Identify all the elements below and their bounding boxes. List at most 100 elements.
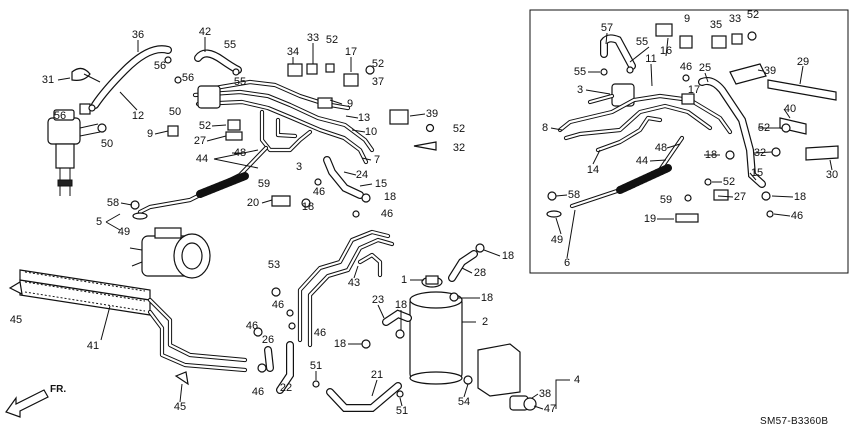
callout-45: 45 — [174, 401, 186, 413]
callout-33: 33 — [729, 13, 741, 25]
callout-11: 11 — [645, 53, 656, 65]
callout-38: 38 — [539, 388, 551, 400]
callout-18: 18 — [502, 250, 514, 262]
callout-25: 25 — [699, 62, 711, 74]
front-direction-arrow — [5, 389, 49, 418]
leader-lines-inset — [550, 32, 833, 259]
valve-assembly — [47, 109, 107, 196]
callout-18: 18 — [705, 149, 717, 161]
distribution-block — [197, 85, 221, 109]
callout-52: 52 — [372, 58, 384, 70]
callout-24: 24 — [356, 169, 368, 181]
callout-33: 33 — [307, 32, 319, 44]
bolts-45 — [8, 281, 189, 386]
callout-57: 57 — [601, 22, 613, 34]
callout-46: 46 — [272, 299, 284, 311]
callout-34: 34 — [287, 46, 299, 58]
inset-pressure-line — [569, 135, 685, 209]
callout-52: 52 — [747, 9, 759, 21]
callout-18: 18 — [481, 292, 493, 304]
callout-46: 46 — [381, 208, 393, 220]
callout-8: 8 — [542, 122, 548, 134]
inset-pipe-bundle — [557, 93, 733, 153]
callout-48: 48 — [234, 147, 246, 159]
callout-23: 23 — [372, 294, 384, 306]
callout-16: 16 — [660, 45, 672, 57]
callout-46: 46 — [680, 61, 692, 73]
reservoir-bracket — [463, 343, 537, 411]
callout-10: 10 — [365, 126, 377, 138]
callout-50: 50 — [101, 138, 113, 150]
rack-pipes — [297, 229, 395, 348]
callout-43: 43 — [348, 277, 360, 289]
bolt-58 — [130, 200, 148, 220]
callout-18: 18 — [302, 201, 314, 213]
callout-50: 50 — [169, 106, 181, 118]
front-direction-label: FR. — [50, 384, 66, 395]
callout-1: 1 — [401, 274, 407, 286]
callout-12: 12 — [132, 110, 144, 122]
callout-15: 15 — [751, 167, 763, 179]
callout-56: 56 — [54, 110, 66, 122]
callout-31: 31 — [42, 74, 54, 86]
callout-56: 56 — [154, 60, 166, 72]
callout-15: 15 — [375, 178, 387, 190]
callout-52: 52 — [326, 34, 338, 46]
small-fittings — [79, 63, 437, 151]
callout-35: 35 — [710, 19, 722, 31]
pipe-bundle-upper — [192, 79, 375, 165]
callout-5: 5 — [96, 216, 102, 228]
callout-47: 47 — [544, 403, 556, 415]
callout-9: 9 — [147, 128, 153, 140]
inset-clamps — [546, 66, 774, 218]
clamp-31 — [71, 67, 101, 83]
leader-lines-main — [57, 37, 570, 410]
drawing-code: SM57-B3360B — [760, 416, 828, 427]
callout-32: 32 — [453, 142, 465, 154]
callout-3: 3 — [577, 84, 583, 96]
callout-53: 53 — [268, 259, 280, 271]
callout-30: 30 — [826, 169, 838, 181]
callout-41: 41 — [87, 340, 99, 352]
callout-22: 22 — [280, 382, 292, 394]
callout-37: 37 — [372, 76, 384, 88]
fluid-reservoir — [409, 275, 463, 385]
callout-46: 46 — [246, 320, 258, 332]
callout-51: 51 — [396, 405, 408, 417]
callout-13: 13 — [358, 112, 370, 124]
callout-40: 40 — [784, 103, 796, 115]
callout-21: 21 — [371, 369, 383, 381]
feed-hose — [194, 49, 242, 74]
callout-28: 28 — [474, 267, 486, 279]
callout-6: 6 — [564, 257, 570, 269]
callout-45: 45 — [10, 314, 22, 326]
callout-9: 9 — [347, 98, 353, 110]
callout-56: 56 — [182, 72, 194, 84]
inset-hose-25 — [698, 77, 766, 188]
callout-3: 3 — [296, 161, 302, 173]
callout-52: 52 — [723, 176, 735, 188]
callout-20: 20 — [247, 197, 259, 209]
callout-52: 52 — [199, 120, 211, 132]
inset-frame — [529, 9, 849, 274]
callout-46: 46 — [252, 386, 264, 398]
inset-hose-57 — [600, 34, 636, 70]
callout-7: 7 — [374, 154, 380, 166]
callout-18: 18 — [794, 191, 806, 203]
callout-58: 58 — [568, 189, 580, 201]
callout-52: 52 — [453, 123, 465, 135]
callout-48: 48 — [655, 142, 667, 154]
callout-39: 39 — [426, 108, 438, 120]
callout-4: 4 — [574, 374, 580, 386]
callout-14: 14 — [587, 164, 599, 176]
callout-17: 17 — [345, 46, 357, 58]
callout-55: 55 — [234, 76, 246, 88]
callout-58: 58 — [107, 197, 119, 209]
callout-44: 44 — [636, 155, 648, 167]
callout-59: 59 — [660, 194, 672, 206]
reservoir-hoses — [326, 250, 478, 412]
callout-46: 46 — [314, 327, 326, 339]
callout-44: 44 — [196, 153, 208, 165]
